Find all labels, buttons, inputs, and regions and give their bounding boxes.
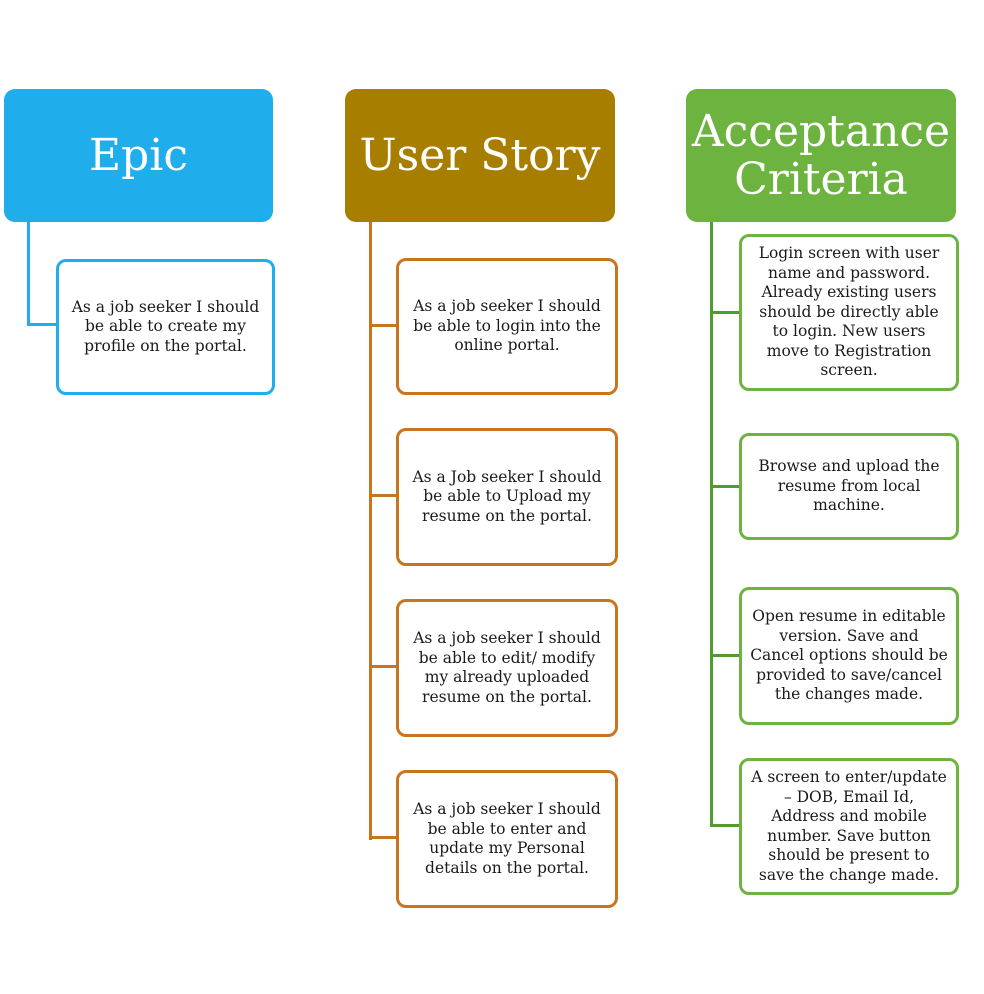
- acceptance-card: Open resume in editable version. Save an…: [739, 587, 959, 725]
- epic-card-text: As a job seeker I should be able to crea…: [71, 297, 260, 355]
- acceptance-card-text: Open resume in editable version. Save an…: [750, 607, 948, 704]
- epic-connector-vertical: [27, 222, 30, 326]
- user-story-header-title: User Story: [359, 129, 601, 181]
- user-story-connector-1: [369, 324, 397, 327]
- acceptance-card-text: Login screen with user name and password…: [758, 244, 940, 380]
- epic-card: As a job seeker I should be able to crea…: [56, 259, 275, 395]
- acceptance-criteria-header-title: Acceptance Criteria: [691, 105, 951, 205]
- acceptance-card: A screen to enter/update – DOB, Email Id…: [739, 758, 959, 895]
- acceptance-criteria-header: Acceptance Criteria: [686, 89, 956, 222]
- user-story-card-text: As a Job seeker I should be able to Uplo…: [412, 467, 602, 525]
- user-story-connector-3: [369, 665, 397, 668]
- acceptance-connector-2: [710, 485, 740, 488]
- user-story-card-text: As a job seeker I should be able to ente…: [413, 800, 601, 877]
- acceptance-connector-1: [710, 311, 740, 314]
- user-story-card: As a job seeker I should be able to edit…: [396, 599, 618, 737]
- user-story-card: As a job seeker I should be able to ente…: [396, 770, 618, 908]
- user-story-connector-vertical: [369, 222, 372, 840]
- user-story-card-text: As a job seeker I should be able to edit…: [413, 629, 601, 706]
- user-story-card: As a Job seeker I should be able to Uplo…: [396, 428, 618, 566]
- epic-header-title: Epic: [89, 129, 188, 181]
- acceptance-card-text: A screen to enter/update – DOB, Email Id…: [751, 768, 947, 884]
- user-story-connector-2: [369, 494, 397, 497]
- acceptance-card: Browse and upload the resume from local …: [739, 433, 959, 540]
- acceptance-connector-4: [710, 824, 740, 827]
- user-story-header: User Story: [345, 89, 615, 222]
- epic-header: Epic: [4, 89, 273, 222]
- user-story-card-text: As a job seeker I should be able to logi…: [413, 297, 601, 355]
- acceptance-card: Login screen with user name and password…: [739, 234, 959, 391]
- user-story-connector-4: [369, 836, 397, 839]
- epic-connector-horizontal: [27, 323, 57, 326]
- acceptance-connector-3: [710, 654, 740, 657]
- acceptance-connector-vertical: [710, 222, 713, 827]
- user-story-card: As a job seeker I should be able to logi…: [396, 258, 618, 395]
- acceptance-card-text: Browse and upload the resume from local …: [758, 457, 940, 515]
